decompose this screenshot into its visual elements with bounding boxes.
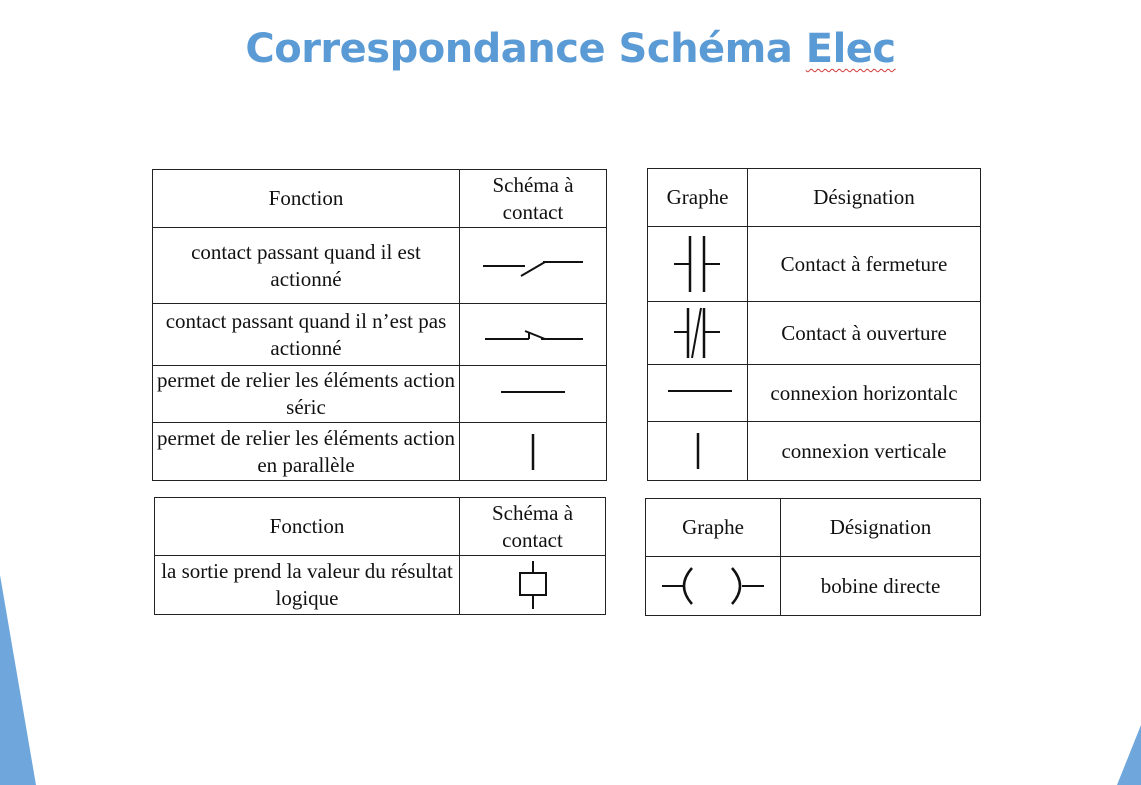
header-schema: Schéma à contact bbox=[459, 169, 607, 228]
graphe-cell bbox=[647, 421, 748, 481]
table-row: connexion verticale bbox=[647, 421, 981, 481]
table-row: Contact à fermeture bbox=[647, 226, 981, 302]
graphe-cell bbox=[647, 364, 748, 422]
ladder-coil-icon bbox=[662, 567, 764, 605]
table-row: la sortie prend la valeur du résultat lo… bbox=[154, 555, 606, 615]
fonction-cell: permet de relier les éléments action en … bbox=[152, 422, 460, 481]
horizontal-line-icon bbox=[501, 391, 565, 393]
graphe-cell bbox=[647, 226, 748, 302]
ladder-no-contact-icon bbox=[673, 236, 720, 292]
header-graphe: Graphe bbox=[647, 168, 748, 227]
title-text-underlined: Elec bbox=[805, 26, 896, 72]
table-row: Contact à ouverture bbox=[647, 301, 981, 365]
coil-function-table: Fonction Schéma à contact la sortie pren… bbox=[154, 497, 606, 615]
horizontal-line-icon bbox=[667, 390, 732, 392]
header-designation: Désignation bbox=[780, 498, 981, 557]
schema-cell bbox=[459, 555, 606, 615]
designation-cell: Contact à ouverture bbox=[747, 301, 981, 365]
table-row: connexion horizontalc bbox=[647, 364, 981, 422]
header-schema: Schéma à contact bbox=[459, 497, 606, 556]
table-header-row: Fonction Schéma à contact bbox=[154, 497, 606, 556]
coil-graph-table: Graphe Désignation bobine directe bbox=[645, 498, 981, 616]
normally-open-contact-icon bbox=[483, 260, 583, 277]
designation-cell: connexion verticale bbox=[747, 421, 981, 481]
table-header-row: Fonction Schéma à contact bbox=[152, 169, 607, 228]
graphe-cell bbox=[645, 556, 781, 616]
table-row: permet de relier les éléments action en … bbox=[152, 422, 607, 481]
left-corner-decoration bbox=[0, 575, 36, 785]
table-header-row: Graphe Désignation bbox=[647, 168, 981, 227]
table-row: contact passant quand il n’est pas actio… bbox=[152, 303, 607, 366]
coil-box-icon bbox=[518, 561, 547, 609]
contacts-graph-table: Graphe Désignation Contact à fermeture C… bbox=[647, 168, 981, 481]
table-row: bobine directe bbox=[645, 556, 981, 616]
designation-cell: bobine directe bbox=[780, 556, 981, 616]
fonction-cell: permet de relier les éléments action sér… bbox=[152, 365, 460, 423]
designation-cell: Contact à fermeture bbox=[747, 226, 981, 302]
schema-cell bbox=[459, 227, 607, 304]
table-row: permet de relier les éléments action sér… bbox=[152, 365, 607, 423]
schema-cell bbox=[459, 422, 607, 481]
header-graphe: Graphe bbox=[645, 498, 781, 557]
ladder-nc-contact-icon bbox=[673, 307, 720, 359]
normally-closed-contact-icon bbox=[485, 329, 583, 340]
fonction-cell: la sortie prend la valeur du résultat lo… bbox=[154, 555, 460, 615]
schema-cell bbox=[459, 303, 607, 366]
header-designation: Désignation bbox=[747, 168, 981, 227]
table-row: contact passant quand il est actionné bbox=[152, 227, 607, 304]
graphe-cell bbox=[647, 301, 748, 365]
page-title: Correspondance Schéma Elec bbox=[0, 26, 1141, 72]
header-fonction: Fonction bbox=[152, 169, 460, 228]
vertical-line-icon bbox=[531, 433, 535, 470]
contacts-function-table: Fonction Schéma à contact contact passan… bbox=[152, 169, 607, 481]
header-fonction: Fonction bbox=[154, 497, 460, 556]
table-header-row: Graphe Désignation bbox=[645, 498, 981, 557]
schema-cell bbox=[459, 365, 607, 423]
vertical-line-icon bbox=[696, 433, 699, 469]
fonction-cell: contact passant quand il est actionné bbox=[152, 227, 460, 304]
title-text: Correspondance Schéma bbox=[245, 26, 806, 72]
fonction-cell: contact passant quand il n’est pas actio… bbox=[152, 303, 460, 366]
right-corner-decoration bbox=[1117, 725, 1141, 785]
designation-cell: connexion horizontalc bbox=[747, 364, 981, 422]
